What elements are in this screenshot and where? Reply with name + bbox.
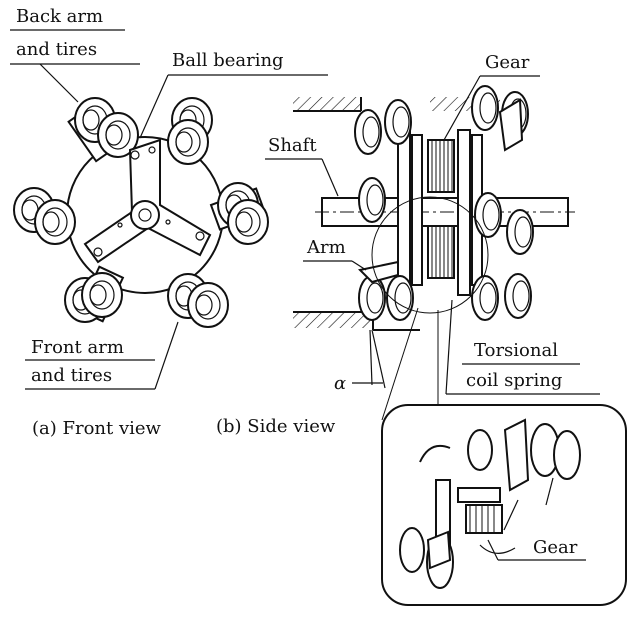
front-arm-spider xyxy=(83,138,212,264)
label-front-arm-line1: Front arm xyxy=(31,337,124,358)
label-arm: Arm xyxy=(303,237,367,271)
side-view-drawing xyxy=(293,85,575,389)
label-shaft-text: Shaft xyxy=(268,135,317,156)
tire xyxy=(34,199,76,245)
tire xyxy=(358,177,386,223)
label-front-arm-line2: and tires xyxy=(31,365,112,386)
side-gears xyxy=(427,139,455,279)
label-torsional-line2: coil spring xyxy=(466,370,562,391)
label-gear-inset-text: Gear xyxy=(533,537,578,558)
label-ball-bearing: Ball bearing xyxy=(139,50,328,139)
label-arm-text: Arm xyxy=(306,237,346,258)
tire xyxy=(167,119,209,165)
tire xyxy=(384,99,412,145)
label-alpha-angle: α xyxy=(334,373,346,394)
label-torsional-spring: Torsional coil spring xyxy=(445,299,600,395)
pipe-wall-bottom-hatch xyxy=(293,312,373,328)
tire xyxy=(187,282,229,328)
front-view-drawing xyxy=(13,97,269,328)
caption-front-view: (a) Front view xyxy=(32,418,162,439)
label-back-arm-line2: and tires xyxy=(16,39,97,60)
tire xyxy=(471,275,499,321)
gear-detail-inset xyxy=(381,404,627,606)
tire xyxy=(471,85,499,131)
label-shaft: Shaft xyxy=(265,135,339,197)
tire xyxy=(227,199,269,245)
tire xyxy=(81,272,123,318)
caption-side-view: (b) Side view xyxy=(216,416,336,437)
label-torsional-line1: Torsional xyxy=(474,340,558,361)
tire xyxy=(354,109,382,155)
label-gear-inset: Gear xyxy=(487,537,586,561)
label-gear-top: Gear xyxy=(443,52,540,141)
tire xyxy=(504,273,532,319)
pipe-wall-top-hatch xyxy=(293,97,361,111)
label-back-arm-line1: Back arm xyxy=(16,6,103,27)
label-ball-bearing-text: Ball bearing xyxy=(172,50,284,71)
tire xyxy=(506,209,534,255)
label-gear-top-text: Gear xyxy=(485,52,530,73)
label-front-arm: Front arm and tires xyxy=(25,321,179,390)
label-back-arm: Back arm and tires xyxy=(10,6,140,103)
tire xyxy=(474,192,502,238)
detail-focus-circle xyxy=(371,196,489,314)
